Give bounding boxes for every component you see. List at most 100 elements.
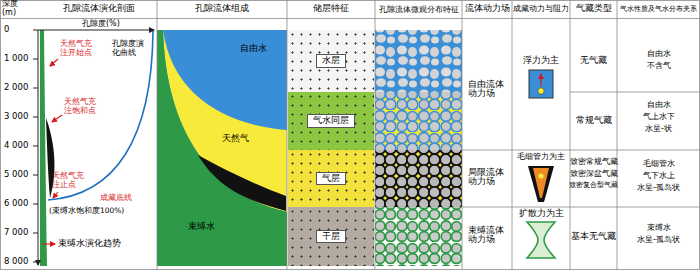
layer-name: 气水同层 [307, 114, 355, 128]
micro-water [375, 30, 462, 92]
label: 天然气充注饱和点 [64, 98, 98, 116]
layer-name: 气层 [316, 172, 346, 186]
grid-line [512, 0, 513, 270]
micro-dry [375, 207, 462, 266]
tick [33, 117, 38, 118]
label: 自由水 [240, 44, 267, 54]
label: 8 000 [4, 257, 28, 266]
label: 不含气 [647, 62, 671, 71]
free-water-area [157, 30, 287, 266]
label: 3 000 [4, 112, 28, 121]
label: 毛细管水 [643, 160, 675, 169]
grid-line [570, 92, 700, 93]
label: 自由流体动力场 [468, 80, 506, 99]
label: 储层特征 [313, 4, 349, 14]
porosity-axis [38, 30, 154, 31]
label: 致密深盆气藏 [570, 170, 618, 178]
grid-line [375, 0, 376, 270]
label: 束缚水 [647, 224, 671, 233]
bound-water-area [157, 30, 287, 266]
label: 毛细管力为主 [517, 153, 565, 162]
label: 成藏动力与阻力 [513, 5, 569, 14]
buoyancy-icon [529, 70, 553, 98]
diffusion-icon [527, 222, 555, 258]
label: 气上水下 [643, 113, 675, 122]
label: 基本无气藏 [571, 232, 616, 241]
depth-axis [38, 30, 39, 265]
bound-water-strip [40, 30, 47, 266]
grid-line [617, 0, 618, 270]
label: 自由水 [647, 50, 671, 59]
layer-band: 水层 [288, 30, 374, 92]
pointer-arrows [42, 59, 62, 244]
label: 水呈-孤岛状 [637, 184, 680, 193]
tick [33, 59, 38, 60]
tick [33, 30, 38, 31]
layer-name: 干层 [316, 230, 346, 244]
tick [33, 88, 38, 89]
gas-bubble [538, 173, 543, 178]
tick [33, 204, 38, 205]
tick [33, 175, 38, 176]
label: 天然气 [222, 134, 249, 144]
gas-lens [198, 155, 286, 211]
layer-band: 气水同层 [288, 92, 374, 150]
label: 6 000 [4, 199, 28, 208]
label: 水呈-状 [645, 125, 672, 134]
grid-line [462, 150, 700, 151]
buoyancy-arrow [540, 74, 541, 86]
label: 致密常规气藏 [570, 158, 618, 166]
label: 4 000 [4, 141, 28, 150]
grid-line [157, 0, 158, 270]
capillary-icon [528, 166, 554, 202]
layer-band: 干层 [288, 207, 374, 266]
label: 束缚流体动力场 [468, 226, 506, 245]
grid-line [570, 0, 571, 270]
grid-line [462, 0, 463, 270]
label: 局限流体动力场 [468, 168, 506, 187]
porosity-curve [48, 31, 153, 200]
label: 孔隙流体微观分布特征 [379, 5, 459, 14]
label: 2 000 [4, 83, 28, 92]
label: 扩散力为主 [519, 209, 564, 218]
label: 成藏底线 [100, 194, 132, 203]
layer-band: 气层 [288, 150, 374, 207]
layer-name: 水层 [316, 54, 346, 68]
tick [33, 146, 38, 147]
label: 天然气充注止点 [52, 172, 86, 190]
capillary-fill [533, 168, 549, 198]
grid-line [462, 207, 700, 208]
label: 流体动力场 [465, 4, 510, 14]
pointer-arrow [52, 115, 62, 122]
label: (束缚水饱和度100%) [49, 207, 124, 215]
trend-arrow [42, 243, 55, 244]
label: 孔隙流体演化剖面 [63, 4, 135, 14]
label: 气水性质及气水分布关系 [620, 5, 697, 13]
pointer-arrow [50, 59, 58, 66]
label: (m) [2, 9, 16, 18]
label: 5 000 [4, 170, 28, 179]
depth-ticks [33, 30, 38, 262]
label: 天然气充注开始点 [60, 40, 94, 58]
label: 致密复合型气藏 [569, 182, 618, 189]
micro-gas [375, 150, 462, 207]
label: 孔隙度演化曲线 [112, 40, 146, 58]
label: 常规气藏 [576, 116, 612, 125]
label: 束缚水 [188, 222, 215, 232]
tick [33, 233, 38, 234]
label: 1 000 [4, 54, 28, 63]
pointer-arrow [53, 192, 58, 198]
micro-gas-water [375, 92, 462, 150]
label: 束缚水演化趋势 [58, 239, 121, 248]
gas-bubble [538, 88, 544, 94]
label: 孔隙流体组成 [195, 4, 249, 14]
label: 自由水 [647, 101, 671, 110]
label: 深度 [2, 0, 18, 9]
label: 无气藏 [580, 56, 607, 65]
tick [33, 262, 37, 263]
label: 7 000 [4, 228, 28, 237]
label: 0 [4, 25, 9, 34]
label: 水呈-孤岛状 [637, 236, 680, 245]
